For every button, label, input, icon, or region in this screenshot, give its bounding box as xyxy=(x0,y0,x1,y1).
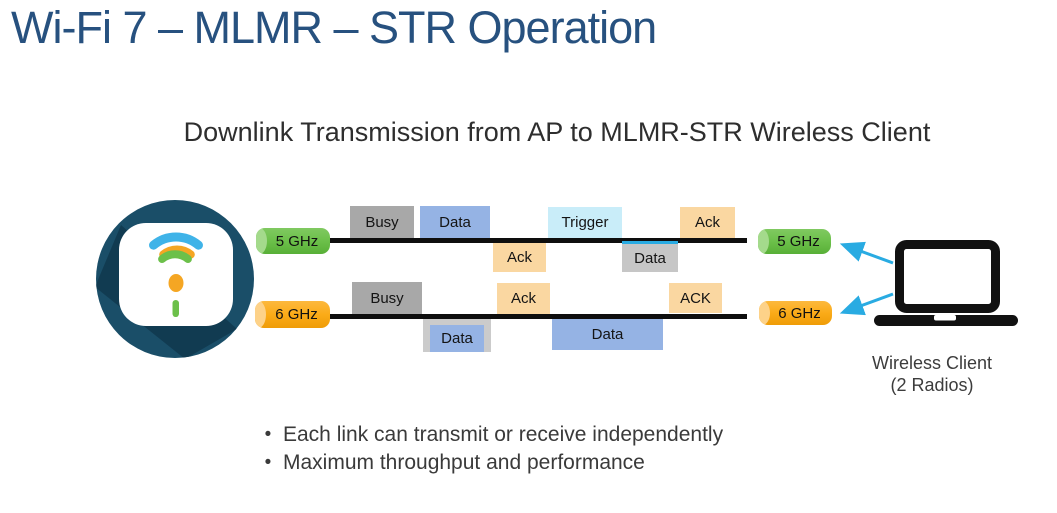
band-label: 6 GHz xyxy=(778,304,821,322)
bullet-dot: • xyxy=(264,452,272,473)
block-data-6ghz-below: Data xyxy=(552,319,663,350)
bullet-item: • Maximum throughput and performance xyxy=(253,449,723,477)
bullet-text: Maximum throughput and performance xyxy=(283,451,645,474)
band-pill-5ghz-left: 5 GHz xyxy=(256,228,330,254)
block-data-6ghz-received: Data xyxy=(423,319,491,352)
block-busy-5ghz: Busy xyxy=(350,206,414,238)
block-ack-caps-6ghz: ACK xyxy=(669,283,722,313)
page-subtitle: Downlink Transmission from AP to MLMR-ST… xyxy=(183,117,931,147)
wifi-icon xyxy=(149,232,203,317)
block-ack-5ghz-above: Ack xyxy=(680,207,735,238)
block-ack-5ghz-below: Ack xyxy=(493,243,546,272)
block-busy-6ghz: Busy xyxy=(352,282,422,314)
arrow-to-5ghz-icon xyxy=(839,241,894,265)
band-label: 6 GHz xyxy=(275,306,318,323)
band-label: 5 GHz xyxy=(777,233,820,250)
client-label-line2: (2 Radios) xyxy=(890,375,974,395)
wireless-client-label: Wireless Client (2 Radios) xyxy=(848,352,1016,396)
band-pill-6ghz-left: 6 GHz xyxy=(255,301,330,328)
timeline-5ghz xyxy=(328,238,747,243)
access-point-icon xyxy=(96,200,254,358)
block-data-5ghz: Data xyxy=(420,206,490,238)
block-data-inner: Data xyxy=(430,325,484,352)
client-arrows xyxy=(839,241,894,316)
laptop-icon xyxy=(874,240,1018,326)
bullet-list: • Each link can transmit or receive inde… xyxy=(253,421,723,477)
band-label: 5 GHz xyxy=(275,232,319,250)
bullet-item: • Each link can transmit or receive inde… xyxy=(253,421,723,449)
block-trigger-5ghz: Trigger xyxy=(548,207,622,238)
band-pill-5ghz-right: 5 GHz xyxy=(758,229,831,254)
bullet-dot: • xyxy=(264,424,272,445)
band-pill-6ghz-right: 6 GHz xyxy=(759,301,832,325)
block-data-5ghz-received: Data xyxy=(622,241,678,272)
page-title: Wi-Fi 7 – MLMR – STR Operation xyxy=(11,2,657,53)
arrow-to-6ghz-icon xyxy=(839,292,894,316)
client-label-line1: Wireless Client xyxy=(871,353,993,373)
block-ack-6ghz: Ack xyxy=(497,283,550,314)
bullet-text: Each link can transmit or receive indepe… xyxy=(283,423,724,446)
timeline-6ghz xyxy=(328,314,747,319)
